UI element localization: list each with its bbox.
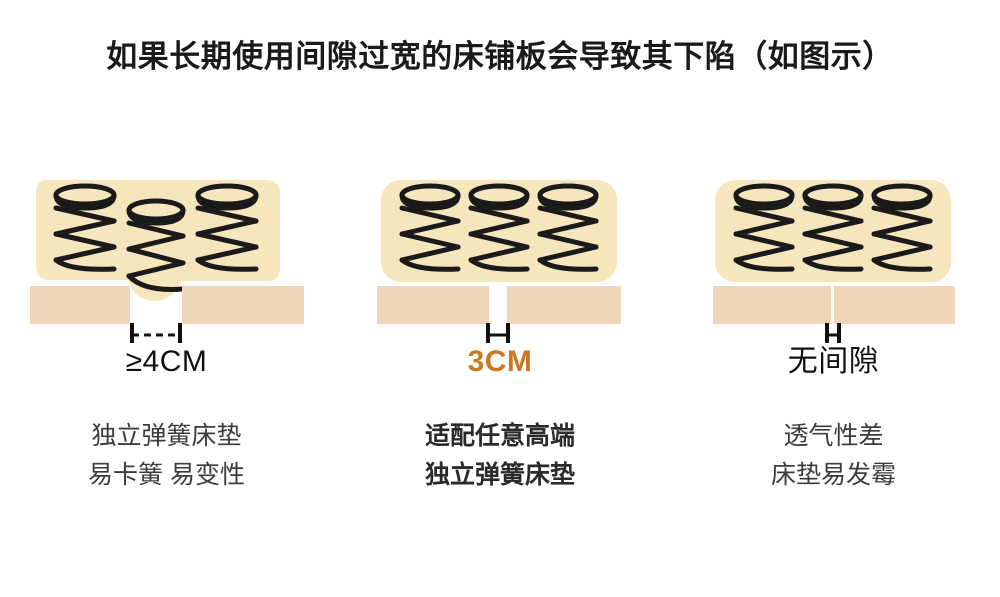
spring-middle-sagging	[126, 198, 185, 292]
slat-left	[712, 286, 831, 324]
spring-middle	[468, 183, 530, 272]
caption-gap-wide: 独立弹簧床垫 易卡簧 易变性	[88, 417, 245, 495]
spring-left	[399, 183, 461, 272]
spring-left	[733, 183, 794, 272]
slat-seam	[830, 286, 834, 324]
caption-line-2: 独立弹簧床垫	[424, 460, 575, 489]
panel-gap-none: 无间隙 透气性差 床垫易发霉	[667, 168, 1000, 495]
caption-line-2: 易卡簧 易变性	[88, 460, 245, 489]
spring-right	[871, 183, 932, 272]
caption-line-1: 透气性差	[783, 422, 884, 450]
caption-gap-none: 透气性差 床垫易发霉	[771, 417, 896, 495]
caption-gap-3cm: 适配任意高端 独立弹簧床垫	[425, 417, 575, 495]
gap-marker-h-zero	[824, 323, 841, 343]
diagram-gap-3cm	[377, 180, 621, 343]
caption-line-1: 独立弹簧床垫	[91, 422, 242, 450]
slat-right	[181, 286, 304, 324]
caption-line-2: 床垫易发霉	[770, 460, 896, 489]
page-header: 如果长期使用间隙过宽的床铺板会导致其下陷（如图示）	[0, 0, 1000, 75]
slat-right	[507, 286, 621, 324]
diagram-gap-wide	[29, 180, 304, 343]
gap-marker-dashed-wide	[129, 323, 182, 343]
size-label-gap-wide: ≥4CM	[125, 345, 208, 378]
spring-right	[195, 183, 258, 272]
spring-right	[537, 183, 599, 272]
diagram-gap-none	[712, 180, 955, 343]
spring-middle	[802, 183, 863, 272]
slat-left	[377, 286, 489, 324]
size-label-gap-3cm: 3CM	[467, 345, 533, 378]
spring-left	[53, 183, 116, 272]
panel-gap-3cm: 3CM 适配任意高端 独立弹簧床垫	[334, 168, 667, 495]
size-label-gap-none: 无间隙	[787, 345, 880, 378]
comparison-panels: ≥4CM 独立弹簧床垫 易卡簧 易变性	[0, 168, 1000, 495]
panel-gap-wide: ≥4CM 独立弹簧床垫 易卡簧 易变性	[0, 168, 333, 495]
caption-line-1: 适配任意高端	[424, 422, 575, 450]
slat-left	[29, 286, 130, 324]
gap-marker-h-narrow	[486, 323, 510, 343]
slat-right	[833, 286, 955, 324]
page-title: 如果长期使用间隙过宽的床铺板会导致其下陷（如图示）	[106, 39, 894, 74]
